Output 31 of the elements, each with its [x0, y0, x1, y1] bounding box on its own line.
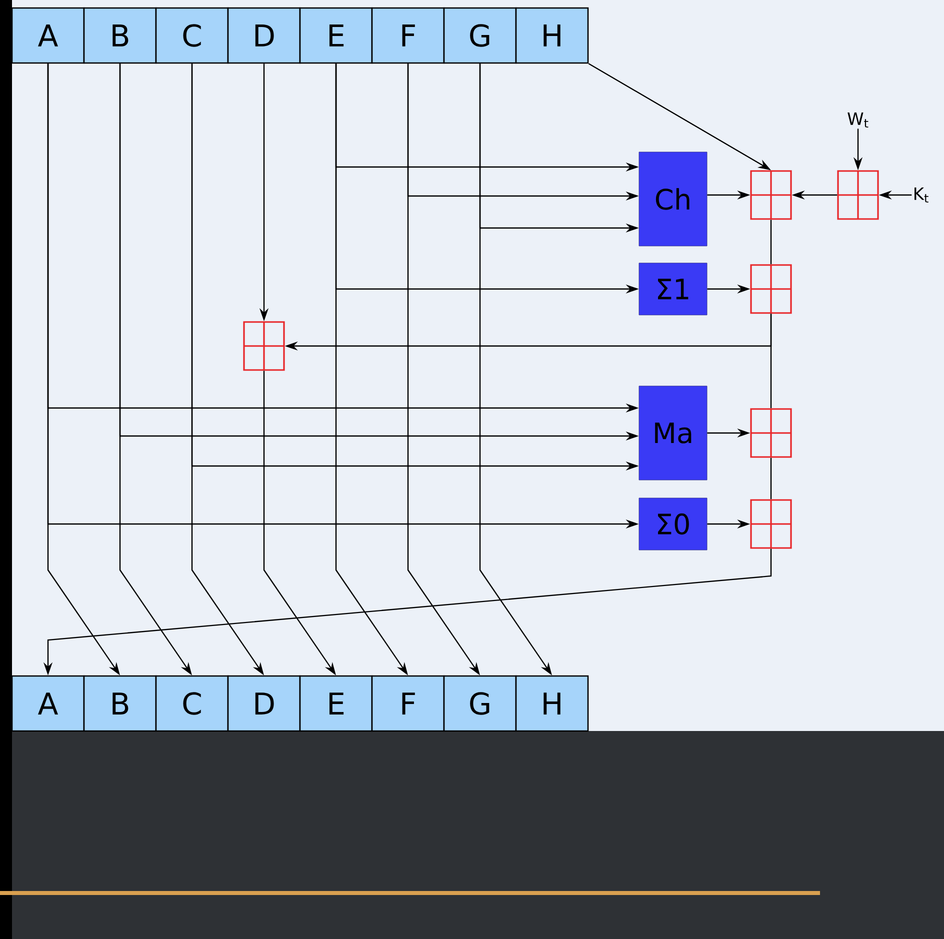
function-box: Σ0: [638, 498, 708, 550]
register-cell: H: [515, 675, 589, 732]
adder-symbol: [750, 408, 792, 458]
adder-symbol: [750, 264, 792, 314]
register-cell: B: [83, 7, 157, 64]
register-cell: G: [443, 675, 517, 732]
register-cell: G: [443, 7, 517, 64]
connector-line: [770, 458, 772, 500]
register-cell: D: [227, 7, 301, 64]
register-cell: B: [83, 675, 157, 732]
register-cell: F: [371, 7, 445, 64]
register-cell: F: [371, 675, 445, 732]
function-box: Σ1: [638, 262, 708, 316]
register-cell: D: [227, 675, 301, 732]
connector-line: [770, 220, 772, 264]
register-cell: E: [299, 7, 373, 64]
register-cell: A: [11, 7, 85, 64]
adder-symbol: [750, 170, 792, 220]
adder-symbol: [837, 170, 879, 220]
input-label: K$_{t}$: [914, 188, 928, 202]
register-cell: A: [11, 675, 85, 732]
adder-symbol: [243, 321, 285, 371]
adder-symbol: [750, 499, 792, 549]
function-box: Ch: [638, 152, 708, 246]
register-cell: C: [155, 7, 229, 64]
function-box: Ma: [638, 386, 708, 480]
register-cell: C: [155, 675, 229, 732]
input-label: W$_{t}$: [848, 112, 868, 128]
register-cell: E: [299, 675, 373, 732]
register-cell: H: [515, 7, 589, 64]
connector-line: [770, 314, 772, 408]
